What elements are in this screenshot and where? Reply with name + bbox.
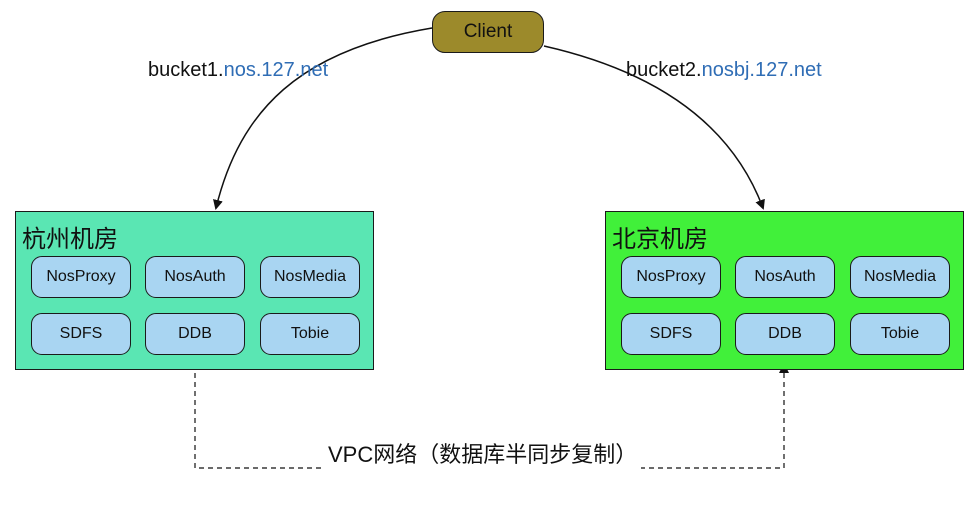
service-box: SDFS (31, 313, 131, 355)
service-box: NosMedia (260, 256, 360, 298)
edge-label-right-prefix: bucket2. (626, 59, 702, 81)
datacenter-title: 北京机房 (612, 226, 708, 253)
service-box: Tobie (850, 313, 950, 355)
service-box: NosProxy (621, 256, 721, 298)
edge-label-right: bucket2.nosbj.127.net (626, 59, 822, 82)
replication-label: VPC网络（数据库半同步复制） (324, 437, 642, 469)
datacenter-title: 杭州机房 (22, 226, 118, 253)
datacenter-beijing: 北京机房 NosProxy NosAuth NosMedia SDFS DDB … (605, 211, 964, 370)
datacenter-hangzhou: 杭州机房 NosProxy NosAuth NosMedia SDFS DDB … (15, 211, 374, 370)
edge-label-right-host: nosbj.127.net (701, 59, 822, 81)
edge-label-left-host: nos.127.net (223, 59, 329, 81)
client-label: Client (463, 21, 513, 42)
client-node: Client (432, 11, 544, 53)
service-box: NosAuth (145, 256, 245, 298)
service-box-ddb: DDB (145, 313, 245, 355)
service-box: Tobie (260, 313, 360, 355)
client-to-beijing-arrow (543, 45, 765, 210)
service-box: NosProxy (31, 256, 131, 298)
service-box-ddb: DDB (735, 313, 835, 355)
client-to-hangzhou-arrow (213, 27, 433, 210)
edge-label-left-prefix: bucket1. (148, 59, 224, 81)
edge-label-left: bucket1.nos.127.net (148, 59, 328, 82)
service-box: NosAuth (735, 256, 835, 298)
service-box: SDFS (621, 313, 721, 355)
service-box: NosMedia (850, 256, 950, 298)
